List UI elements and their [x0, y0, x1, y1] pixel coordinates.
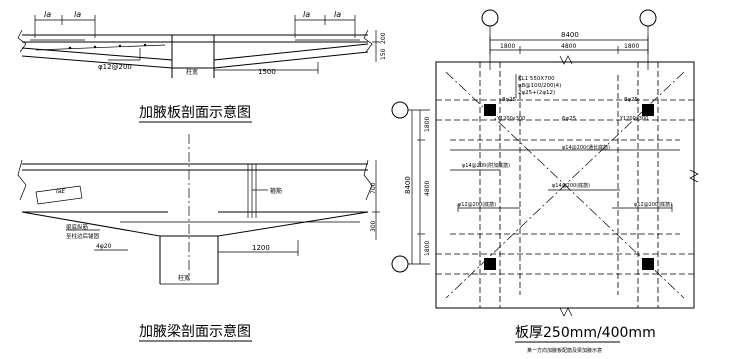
- la-label: la: [303, 10, 310, 19]
- bottom-caption: 加腋梁剖面示意图: [139, 323, 251, 340]
- plan-caption: 板厚250mm/400mm: [515, 325, 656, 341]
- rebar-dot: [143, 43, 147, 47]
- dim-150: 150: [380, 48, 387, 60]
- dim-total-left: 8400: [404, 176, 412, 194]
- haunch-label: Y1200x300: [496, 116, 525, 122]
- grid-bubble-left-bottom: [391, 255, 409, 273]
- plan-subcaption: 某一方向加腋板配筋及梁加腋示意: [527, 347, 602, 354]
- rebar-note: φ14@200(底筋): [552, 182, 590, 189]
- rebar-note: φ12@200(底筋): [634, 201, 672, 208]
- dim-total-top: 8400: [561, 31, 579, 39]
- rebar-note: φ12@200(底筋): [458, 201, 496, 208]
- rebar-dot: [118, 44, 122, 48]
- dim-a: 1800: [500, 43, 515, 50]
- lae-label: laE: [56, 188, 65, 195]
- beam-bars: 2φ25+(2φ12): [518, 90, 555, 96]
- haunch-length: 1200: [252, 244, 270, 252]
- column: [642, 104, 654, 116]
- column: [642, 258, 654, 270]
- dim-300: 300: [370, 220, 377, 232]
- top-caption: 加腋板剖面示意图: [139, 104, 251, 121]
- dim-v-a: 1800: [424, 117, 431, 132]
- break-line-left: [17, 159, 27, 201]
- break-mark: [559, 55, 573, 65]
- break-line-right: [363, 159, 373, 201]
- beam-note-2: 至柱边后锚固: [66, 232, 100, 240]
- dim-b: 4800: [561, 43, 576, 50]
- grid-bubble-left-top: [391, 101, 409, 119]
- haunch-label: Y1200x300: [619, 116, 648, 122]
- beam-stirrup: φ8@100/200(4): [518, 83, 561, 89]
- break-line-right: [363, 29, 373, 53]
- dim-v-c: 1800: [424, 241, 431, 256]
- dim-c: 1800: [624, 43, 639, 50]
- stirrup-note: 箍筋: [270, 187, 282, 195]
- bar-count: 4φ20: [96, 243, 112, 250]
- lae-bar: [35, 185, 83, 205]
- plan-view: 8400 1800 4800 1800 8400 1800 4800 1800: [391, 9, 699, 354]
- column-width-label: 柱宽: [186, 68, 198, 76]
- dim-700: 700: [370, 182, 377, 194]
- haunched-slab-section: la la la la φ12@200 柱宽 1500 200 150 加腋板剖…: [17, 10, 387, 123]
- beam-id: KL1 550X700: [518, 76, 555, 82]
- column: [484, 104, 496, 116]
- haunch-rebar: [35, 44, 166, 51]
- la-label: la: [74, 10, 81, 19]
- haunch-slope-right: [213, 51, 369, 69]
- rebar-dot: [93, 45, 97, 49]
- haunch-length: 1500: [258, 68, 276, 76]
- la-label: la: [44, 10, 51, 19]
- dim-v-b: 4800: [424, 181, 431, 196]
- haunch-bottom-line: [21, 43, 369, 69]
- bar-label: 8φ25: [624, 97, 639, 103]
- column-width-label: 柱宽: [178, 274, 190, 282]
- break-mark: [559, 307, 573, 317]
- rebar-note: φ14@200(附加底筋): [462, 162, 510, 169]
- column: [484, 258, 496, 270]
- beam-haunch-right: [217, 211, 369, 284]
- beam-note-1: 梁底纵筋: [66, 223, 89, 231]
- dim-200: 200: [380, 32, 387, 44]
- haunch-slope-left: [21, 55, 173, 69]
- break-mark: [689, 169, 699, 183]
- beam-haunch-left: [21, 211, 161, 284]
- bar-leader: [108, 48, 141, 61]
- rebar-note: φ14@200(通长底筋): [562, 144, 610, 151]
- rebar-dot: [68, 46, 72, 50]
- grid-bubble-top-left: [481, 9, 499, 27]
- bar-label: 8φ25: [502, 97, 517, 103]
- grid-bubble-top-right: [639, 9, 657, 27]
- break-line-left: [17, 29, 27, 53]
- la-label: la: [334, 10, 341, 19]
- bar-spacing-label: φ12@200: [98, 63, 132, 71]
- haunched-beam-section: 箍筋 laE 梁底纵筋 至柱边后锚固 4φ20 1200 柱宽 700 300 …: [17, 134, 380, 342]
- bar-label: 6φ25: [562, 116, 577, 122]
